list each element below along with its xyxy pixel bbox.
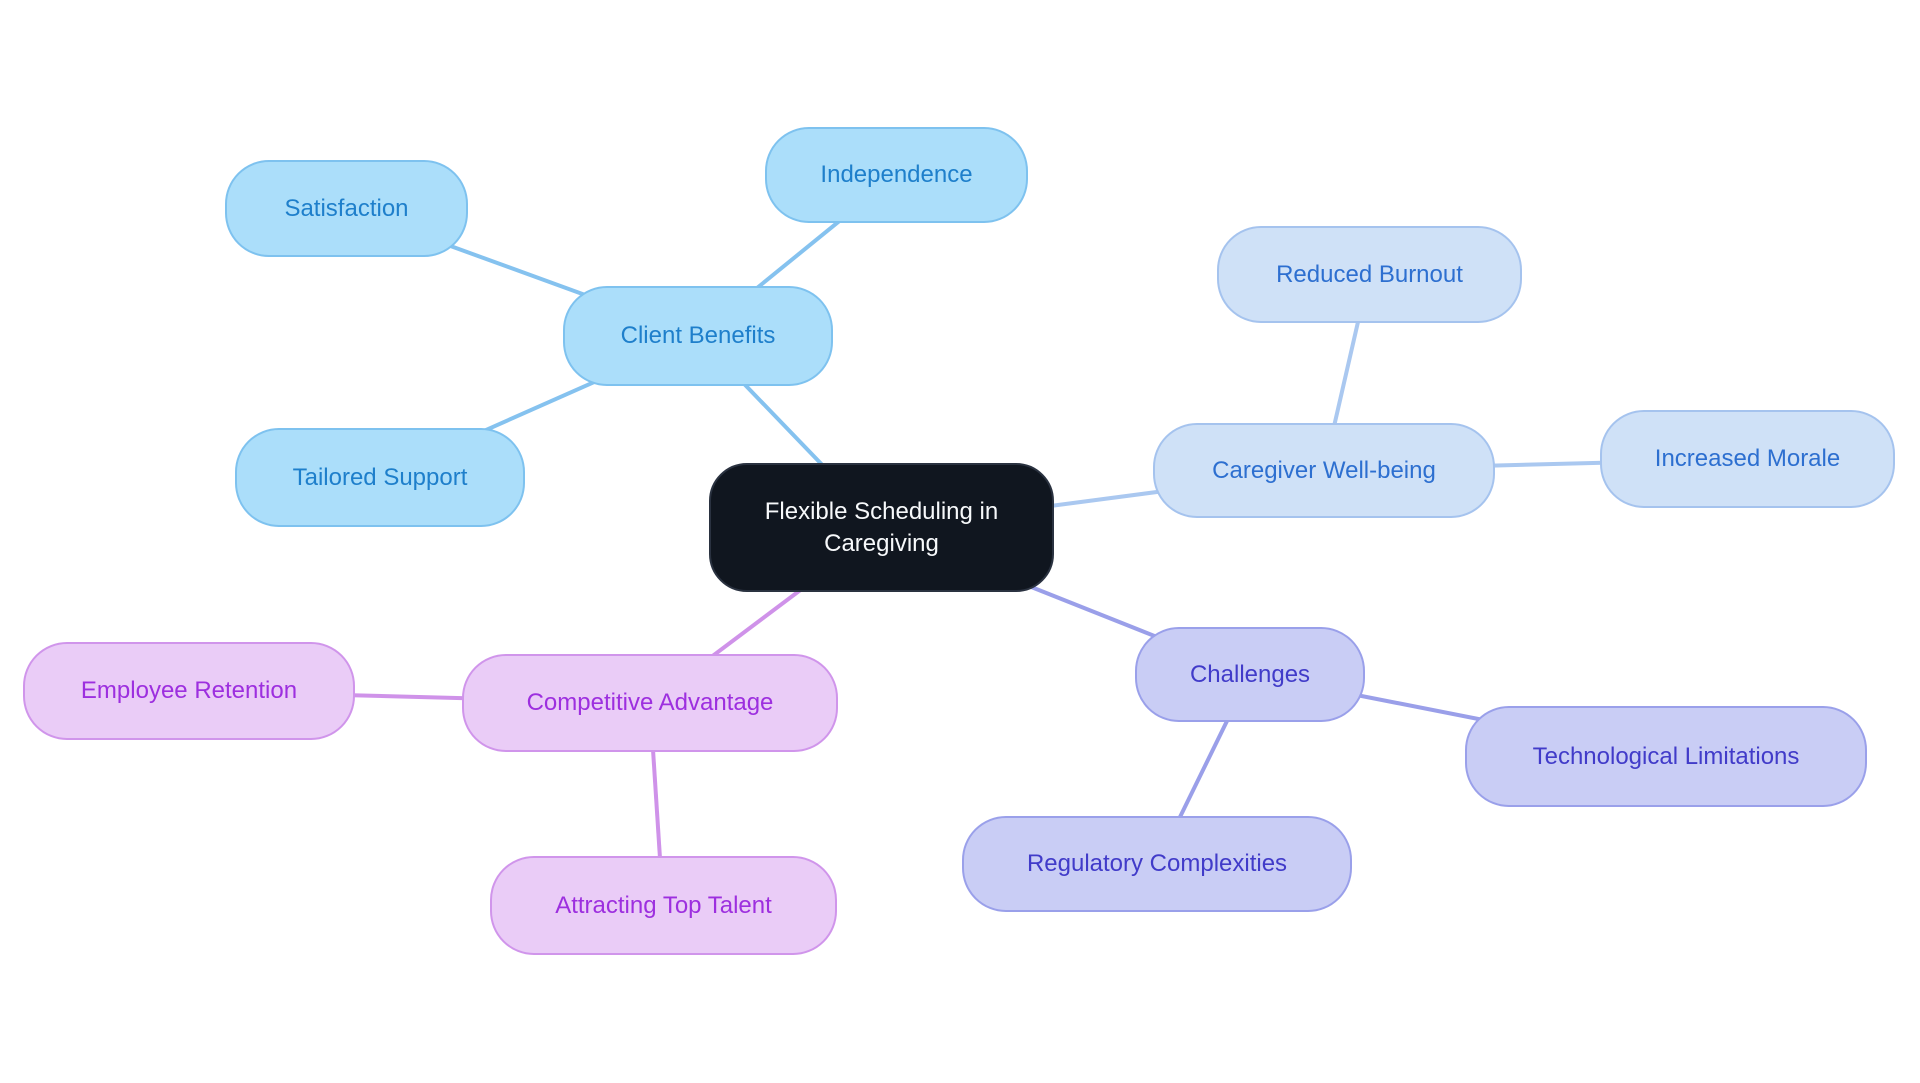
node-label: Reduced Burnout xyxy=(1276,260,1463,288)
node-label: Technological Limitations xyxy=(1532,742,1800,770)
node-increased-morale[interactable]: Increased Morale xyxy=(1600,410,1895,508)
node-label: Caregiver Well-being xyxy=(1212,456,1436,484)
node-challenges[interactable]: Challenges xyxy=(1135,627,1365,722)
node-label: Challenges xyxy=(1189,660,1311,688)
node-independence[interactable]: Independence xyxy=(765,127,1028,223)
node-satisfaction[interactable]: Satisfaction xyxy=(225,160,468,257)
node-caregiver-well-being[interactable]: Caregiver Well-being xyxy=(1153,423,1495,518)
node-label: Increased Morale xyxy=(1654,445,1841,473)
center-topic-label: Flexible Scheduling in Caregiving xyxy=(764,498,999,557)
node-label: Client Benefits xyxy=(620,322,776,350)
node-employee-retention[interactable]: Employee Retention xyxy=(23,642,355,740)
node-label: Attracting Top Talent xyxy=(555,891,772,919)
node-reduced-burnout[interactable]: Reduced Burnout xyxy=(1217,226,1522,323)
node-label: Independence xyxy=(820,161,973,189)
node-label: Satisfaction xyxy=(284,194,409,222)
node-client-benefits[interactable]: Client Benefits xyxy=(563,286,833,386)
node-label: Tailored Support xyxy=(292,463,468,491)
node-label: Employee Retention xyxy=(80,677,298,705)
node-competitive-advantage[interactable]: Competitive Advantage xyxy=(462,654,838,752)
node-technological-limitations[interactable]: Technological Limitations xyxy=(1465,706,1867,807)
node-attracting-top-talent[interactable]: Attracting Top Talent xyxy=(490,856,837,955)
node-center-topic[interactable]: Flexible Scheduling in Caregiving xyxy=(709,463,1054,592)
node-tailored-support[interactable]: Tailored Support xyxy=(235,428,525,527)
node-regulatory-complexities[interactable]: Regulatory Complexities xyxy=(962,816,1352,912)
node-label: Competitive Advantage xyxy=(526,689,774,717)
node-label: Regulatory Complexities xyxy=(1026,850,1288,878)
